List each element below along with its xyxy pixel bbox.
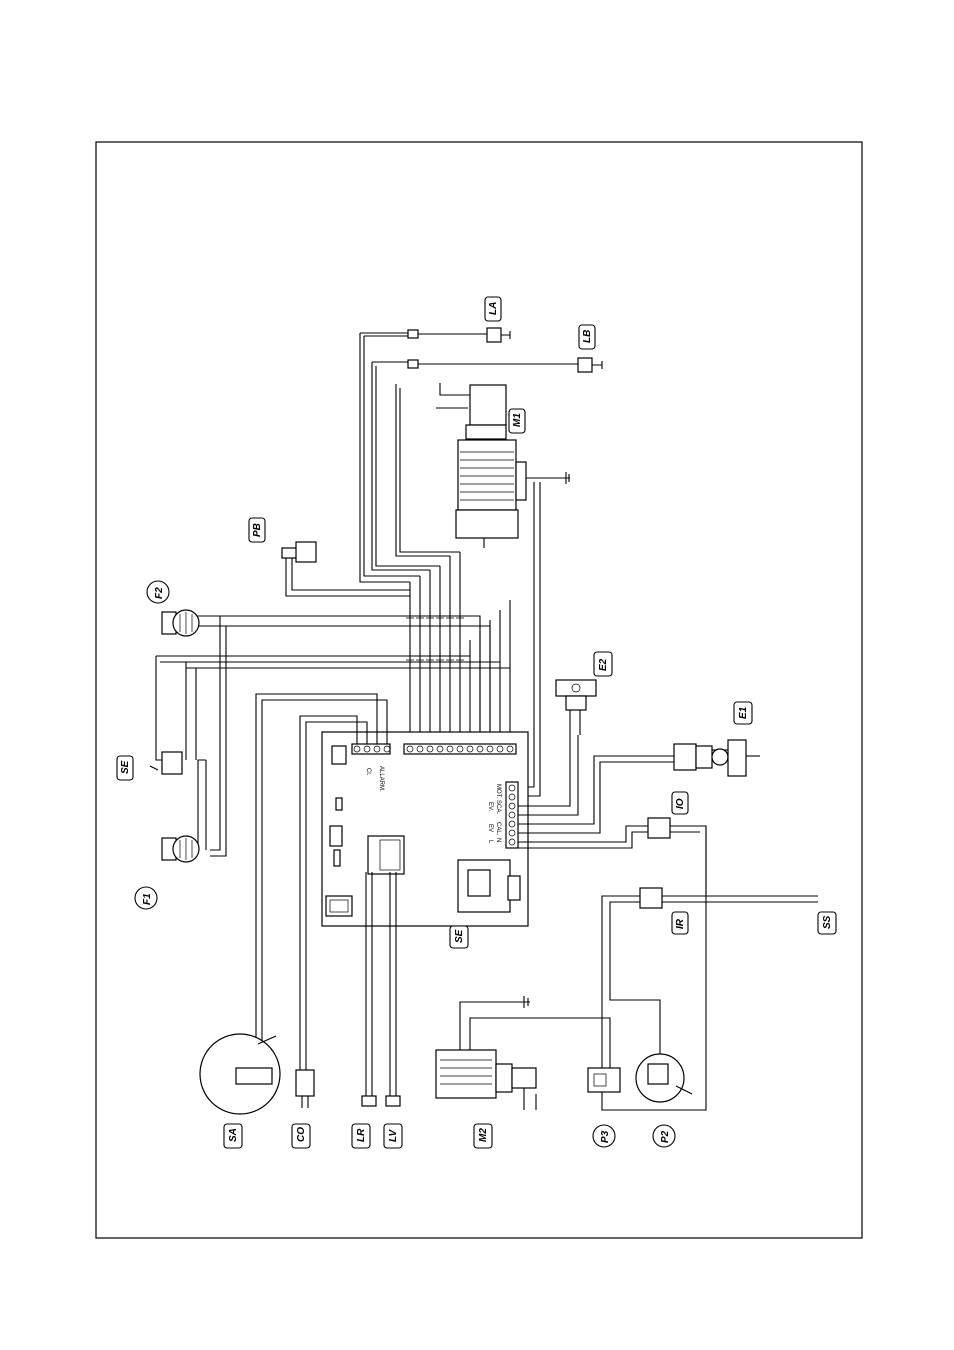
lamp-lb <box>372 358 602 372</box>
label-p2: P2 <box>653 1125 675 1147</box>
label-ss: SS <box>818 912 836 934</box>
label-allarm: ALLARM. <box>378 766 384 792</box>
upper-bus <box>360 333 460 582</box>
component-sa <box>200 1034 280 1114</box>
valve-e1 <box>674 740 760 776</box>
svg-text:IR: IR <box>675 918 686 929</box>
harness-lines <box>406 552 510 745</box>
component-se-left <box>150 752 182 774</box>
pressostat-p3 <box>588 1068 620 1092</box>
motor-m2 <box>436 996 610 1110</box>
label-e1: E1 <box>734 702 752 724</box>
pressostat-p2 <box>636 1054 692 1102</box>
svg-text:CO: CO <box>296 1127 307 1142</box>
probes-lr-lv <box>362 1096 400 1106</box>
label-ev: EV. <box>487 802 493 811</box>
svg-text:E1: E1 <box>738 706 749 719</box>
label-co: CO <box>292 1124 310 1148</box>
label-lr: LR <box>352 1124 370 1148</box>
label-pb: PB <box>249 518 265 542</box>
svg-text:P3: P3 <box>600 1130 611 1143</box>
sensor-ir <box>602 826 818 1110</box>
label-cl: Cl. <box>365 768 371 776</box>
fan-f1 <box>162 836 199 862</box>
label-sa: SA <box>224 1124 242 1148</box>
label-se-left: SE <box>117 756 133 780</box>
label-p3: P3 <box>593 1125 615 1147</box>
label-m1: M1 <box>509 409 525 433</box>
svg-text:SS: SS <box>822 915 833 929</box>
svg-text:SA: SA <box>228 1128 239 1142</box>
label-ir: IR <box>672 912 688 934</box>
svg-text:F1: F1 <box>142 893 153 905</box>
motor-m1 <box>436 383 570 548</box>
svg-text:LA: LA <box>488 302 499 315</box>
fan-f2 <box>162 610 199 636</box>
lamp-la <box>360 328 510 342</box>
board-terminals-right <box>506 782 518 848</box>
label-f2: F2 <box>147 581 169 603</box>
label-lb: LB <box>579 325 595 349</box>
svg-text:M1: M1 <box>512 413 523 427</box>
svg-text:PB: PB <box>252 523 263 537</box>
label-e2: E2 <box>594 652 612 676</box>
label-io: IO <box>672 792 688 814</box>
valve-e2 <box>556 680 596 735</box>
component-co <box>296 1070 314 1108</box>
label-ev2: EV <box>487 824 493 832</box>
board-terminals-top <box>352 744 516 754</box>
label-sca: SCA. <box>495 800 501 814</box>
control-board: Cl. ALLARM. MOT. SCA. EV. CAL. EV N L <box>322 732 528 926</box>
pressure-switch-pb <box>282 542 410 596</box>
label-mot: MOT. <box>495 784 501 799</box>
svg-text:LV: LV <box>388 1128 399 1142</box>
svg-text:SE: SE <box>454 929 465 943</box>
label-la: LA <box>485 297 501 321</box>
label-f1: F1 <box>135 887 157 909</box>
label-cal: CAL. <box>495 822 501 836</box>
label-se-board: SE <box>450 926 468 948</box>
sensor-io <box>648 818 706 894</box>
svg-text:IO: IO <box>675 798 686 809</box>
svg-text:SE: SE <box>120 760 131 774</box>
svg-text:P2: P2 <box>660 1130 671 1143</box>
svg-text:F2: F2 <box>154 587 165 599</box>
svg-text:LB: LB <box>582 330 593 343</box>
svg-text:M2: M2 <box>478 1128 489 1142</box>
svg-text:LR: LR <box>356 1128 367 1142</box>
label-n: N <box>495 838 501 842</box>
label-lv: LV <box>384 1124 402 1148</box>
label-m2: M2 <box>474 1124 492 1148</box>
svg-text:E2: E2 <box>598 658 609 671</box>
